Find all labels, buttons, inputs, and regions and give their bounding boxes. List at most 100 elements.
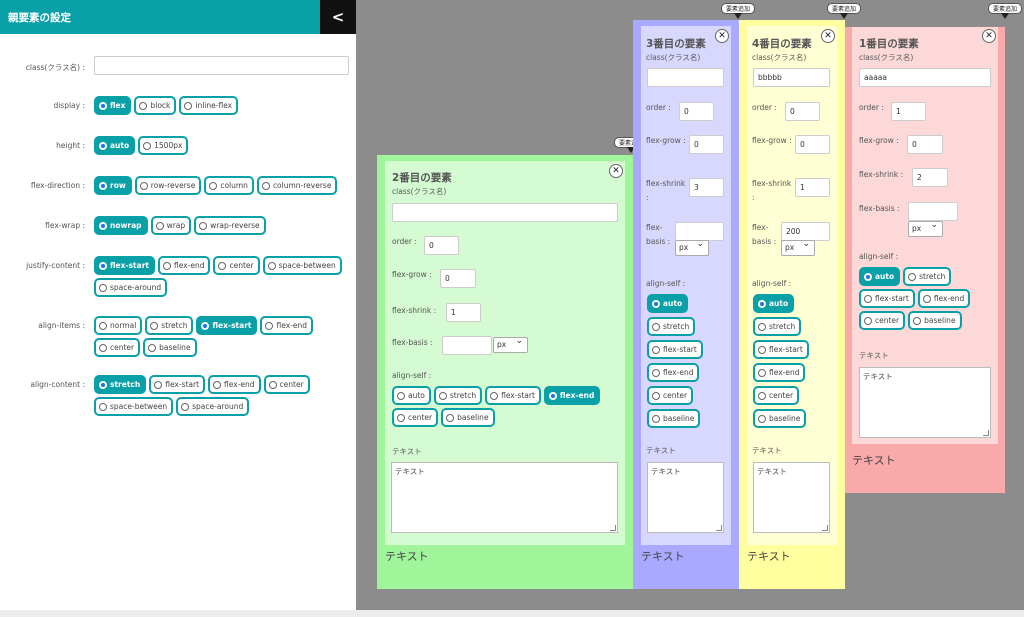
item-1-grow-input[interactable]: 0 [907, 135, 943, 154]
item-2-class-input[interactable] [392, 203, 618, 222]
radio-option[interactable]: row [94, 176, 132, 195]
radio-option[interactable]: 1500px [138, 136, 189, 155]
radio-option[interactable]: center [859, 311, 906, 330]
item-3-add-element-button[interactable]: 要素追加 [721, 3, 756, 19]
radio-option[interactable]: center [392, 408, 439, 427]
radio-option[interactable]: stretch [647, 317, 696, 336]
radio-circle-icon [143, 141, 152, 150]
radio-option[interactable]: stretch [903, 267, 952, 286]
item-2-grow-input[interactable]: 0 [440, 269, 476, 288]
radio-option[interactable]: wrap [150, 216, 192, 235]
radio-option[interactable]: baseline [647, 409, 701, 428]
item-1-class-input[interactable]: aaaaa [859, 68, 991, 87]
item-3-unit-select[interactable]: px [675, 239, 709, 256]
radio-option-label: flex-start [212, 321, 252, 330]
radio-option[interactable]: auto [859, 267, 901, 286]
radio-option[interactable]: block [134, 96, 177, 115]
item-1-order-input[interactable]: 1 [891, 102, 926, 121]
radio-option[interactable]: stretch [145, 316, 194, 335]
item-1-unit-select[interactable]: px [908, 220, 943, 237]
radio-option[interactable]: auto [94, 136, 136, 155]
radio-option[interactable]: row-reverse [134, 176, 202, 195]
radio-option[interactable]: stretch [94, 375, 147, 394]
item-1-add-element-button[interactable]: 要素追加 [988, 3, 1023, 19]
item-1-textarea[interactable]: テキスト [859, 367, 991, 438]
radio-option[interactable]: wrap-reverse [194, 216, 266, 235]
radio-option[interactable]: flex-end [647, 363, 700, 382]
radio-option[interactable]: flex-end [917, 289, 971, 308]
item-2-basis-label: flex-basis : [392, 338, 433, 347]
item-2-unit-select[interactable]: px [493, 336, 528, 353]
radio-option[interactable]: auto [392, 386, 431, 405]
radio-option[interactable]: baseline [753, 409, 807, 428]
radio-option[interactable]: auto [753, 294, 795, 313]
radio-option[interactable]: space-between [94, 397, 174, 416]
radio-option[interactable]: space-around [176, 397, 250, 416]
radio-option[interactable]: center [263, 375, 310, 394]
radio-option[interactable]: center [647, 386, 694, 405]
item-2-order-input[interactable]: 0 [424, 236, 459, 255]
radio-option[interactable]: auto [647, 294, 689, 313]
radio-option[interactable]: center [94, 338, 141, 357]
radio-option[interactable]: flex-end [158, 256, 211, 275]
item-4-grow-input[interactable]: 0 [795, 135, 830, 154]
radio-option[interactable]: flex-end [543, 386, 601, 405]
panel-title: 親要素の設定 [8, 11, 71, 24]
item-2-text: テキスト [385, 550, 429, 563]
radio-option[interactable]: flex-start [94, 256, 155, 275]
item-1-close-button[interactable]: ✕ [982, 29, 996, 43]
item-2-close-button[interactable]: ✕ [609, 164, 623, 178]
horizontal-scrollbar[interactable] [0, 610, 1024, 617]
radio-option[interactable]: inline-flex [179, 96, 239, 115]
item-3-textarea[interactable]: テキスト [647, 462, 724, 533]
radio-option[interactable]: flex-end [208, 375, 261, 394]
radio-option[interactable]: flex-start [647, 340, 703, 359]
radio-option[interactable]: column [204, 176, 254, 195]
item-2-shrink-input[interactable]: 1 [446, 303, 481, 322]
item-1-basis-input[interactable] [908, 202, 958, 221]
item-2-textarea[interactable]: テキスト [391, 462, 618, 533]
radio-circle-icon [199, 221, 208, 230]
radio-option[interactable]: flex-end [753, 363, 806, 382]
radio-option[interactable]: flex-end [260, 316, 313, 335]
radio-circle-icon [184, 101, 193, 110]
radio-option[interactable]: stretch [433, 386, 483, 405]
radio-circle-icon [181, 402, 190, 411]
radio-option[interactable]: flex-start [196, 316, 258, 335]
radio-option[interactable]: baseline [908, 311, 962, 330]
radio-option[interactable]: normal [94, 316, 143, 335]
item-3-class-input[interactable] [647, 68, 724, 87]
item-1-shrink-input[interactable]: 2 [912, 168, 948, 187]
radio-option[interactable]: flex [94, 96, 132, 115]
item-4-textarea[interactable]: テキスト [753, 462, 830, 533]
radio-option[interactable]: space-between [262, 256, 342, 275]
radio-option[interactable]: space-around [94, 278, 168, 297]
radio-option[interactable]: center [213, 256, 260, 275]
item-3-shrink-input[interactable]: 3 [689, 178, 724, 197]
radio-option[interactable]: flex-start [753, 340, 809, 359]
collapse-button[interactable]: < [320, 0, 356, 34]
radio-option-label: auto [110, 141, 130, 150]
item-4-add-element-button[interactable]: 要素追加 [827, 3, 862, 19]
item-4-shrink-input[interactable]: 1 [795, 178, 830, 197]
item-3-order-input[interactable]: 0 [679, 102, 714, 121]
radio-option[interactable]: baseline [143, 338, 197, 357]
radio-option[interactable]: flex-start [485, 386, 541, 405]
radio-option[interactable]: stretch [753, 317, 802, 336]
radio-option[interactable]: nowrap [94, 216, 148, 235]
item-4-unit-select[interactable]: px [781, 239, 815, 256]
item-3-close-button[interactable]: ✕ [715, 29, 729, 43]
radio-option[interactable]: baseline [441, 408, 495, 427]
class-input[interactable] [94, 56, 349, 75]
radio-option-label: stretch [769, 322, 796, 331]
item-2-basis-input[interactable] [442, 336, 492, 355]
radio-option[interactable]: column-reverse [256, 176, 338, 195]
item-4-order-input[interactable]: 0 [785, 102, 820, 121]
radio-option[interactable]: flex-start [859, 289, 915, 308]
item-4-class-input[interactable]: bbbbb [753, 68, 830, 87]
radio-circle-icon [652, 414, 660, 423]
radio-option[interactable]: center [753, 386, 800, 405]
radio-option[interactable]: flex-start [149, 375, 206, 394]
item-4-close-button[interactable]: ✕ [821, 29, 835, 43]
item-3-grow-input[interactable]: 0 [689, 135, 724, 154]
